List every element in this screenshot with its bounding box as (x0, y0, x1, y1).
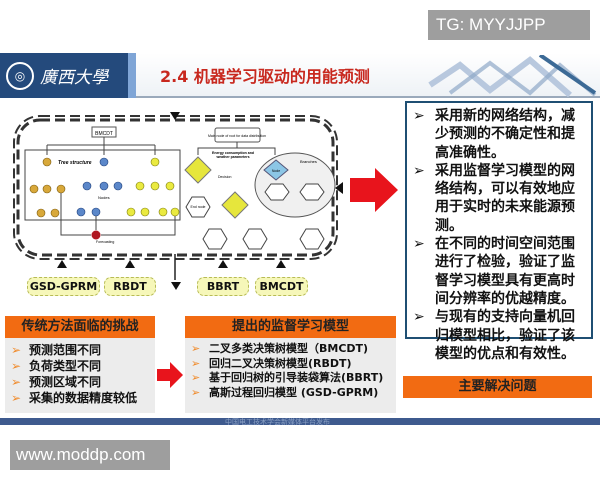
arrow-right-icon (350, 168, 398, 212)
list-item: ➢采集的数据精度较低 (11, 391, 138, 405)
watermark-tg: TG: MYYJJPP (428, 10, 590, 40)
university-logo: ◎ 廣西大學 (0, 53, 128, 98)
tag-bmcdt: BMCDT (255, 277, 308, 296)
tag-gsd-gprm: GSD-GPRM (27, 277, 100, 296)
bullet-arrow-icon: ➢ (413, 162, 425, 179)
bullet-arrow-icon: ➢ (191, 385, 201, 399)
conclusions-box: ➢采用新的网络结构，减少预测的不确定性和提高准确性。 ➢采用监督学习模型的网络结… (405, 101, 593, 362)
diagram-energy-label: Energy consumption and weather parameter… (212, 151, 254, 159)
footer-text: 中国电工技术学会新媒体平台发布 (225, 418, 330, 426)
conclusion-item: ➢与现有的支持向量机回归模型相比，验证了该模型的优点和有效性。 (413, 309, 575, 362)
list-item: ➢回归二叉决策树模型(RBDT) (191, 356, 352, 370)
arrow-down-icon (171, 282, 181, 290)
list-item: ➢预测区域不同 (11, 375, 102, 389)
decorative-lines (428, 55, 597, 97)
diagram-forecast-label: Forecasting (96, 240, 114, 244)
bullet-arrow-icon: ➢ (191, 371, 201, 384)
bullet-arrow-icon: ➢ (11, 359, 22, 373)
bullet-arrow-icon: ➢ (11, 375, 22, 389)
problem-label: 主要解决问题 (403, 376, 592, 398)
challenges-title: 传统方法面临的挑战 (5, 316, 155, 338)
list-item: ➢预测范围不同 (11, 343, 102, 357)
conclusion-item: ➢采用监督学习模型的网络结构，可以有效地应用于实时的未来能源预测。 (413, 162, 575, 234)
challenges-panel: 传统方法面临的挑战 ➢预测范围不同 ➢负荷类型不同 ➢预测区域不同 ➢采集的数据… (5, 316, 155, 413)
seal-icon: ◎ (6, 61, 34, 90)
diagram-branches: Branches (300, 159, 317, 164)
list-item: ➢二叉多类决策树模型（BMCDT) (191, 342, 369, 355)
list-item: ➢高斯过程回归模型 (GSD-GPRM) (191, 385, 379, 399)
tag-rbdt: RBDT (104, 277, 156, 296)
header-strip (128, 53, 136, 98)
conclusion-item: ➢采用新的网络结构，减少预测的不确定性和提高准确性。 (413, 108, 575, 161)
bullet-arrow-icon: ➢ (191, 356, 201, 370)
diagram-end-node: End node (191, 205, 206, 209)
bullet-arrow-icon: ➢ (191, 342, 201, 355)
models-title: 提出的监督学习模型 (185, 316, 396, 338)
diagram-root: BMCDT (95, 131, 113, 137)
list-item: ➢负荷类型不同 (11, 359, 102, 373)
tag-bbrt: BBRT (197, 277, 249, 296)
diagram-tree-label: Tree structure (58, 160, 92, 166)
bullet-arrow-icon: ➢ (413, 309, 425, 326)
conclusion-item: ➢在不同的时间空间范围进行了检验，验证了监督学习模型具有更高时间分辨率的优越精度… (413, 236, 575, 307)
watermark-moddp: www.moddp.com (10, 440, 170, 470)
slide-title: 2.4 机器学习驱动的用能预测 (160, 67, 370, 86)
diagram-nodes-label: Nodes (98, 195, 110, 200)
logo-text: 廣西大學 (40, 68, 108, 88)
diagram-decision: Decision (218, 175, 231, 179)
list-item: ➢基于回归树的引导装袋算法(BBRT) (191, 371, 384, 384)
bullet-arrow-icon: ➢ (413, 236, 425, 253)
model-diagram: BMCDT Tree structure Nodes Forecasting M… (13, 112, 398, 280)
diagram-node: Node (272, 169, 280, 173)
arrow-right-icon (157, 362, 183, 388)
diagram-main-node: Main node of root for data distribution (208, 134, 266, 138)
bullet-arrow-icon: ➢ (11, 391, 22, 405)
bullet-arrow-icon: ➢ (413, 108, 425, 124)
footer-bar (0, 418, 600, 425)
models-panel: 提出的监督学习模型 ➢二叉多类决策树模型（BMCDT) ➢回归二叉决策树模型(R… (185, 316, 396, 413)
bullet-arrow-icon: ➢ (11, 343, 22, 357)
